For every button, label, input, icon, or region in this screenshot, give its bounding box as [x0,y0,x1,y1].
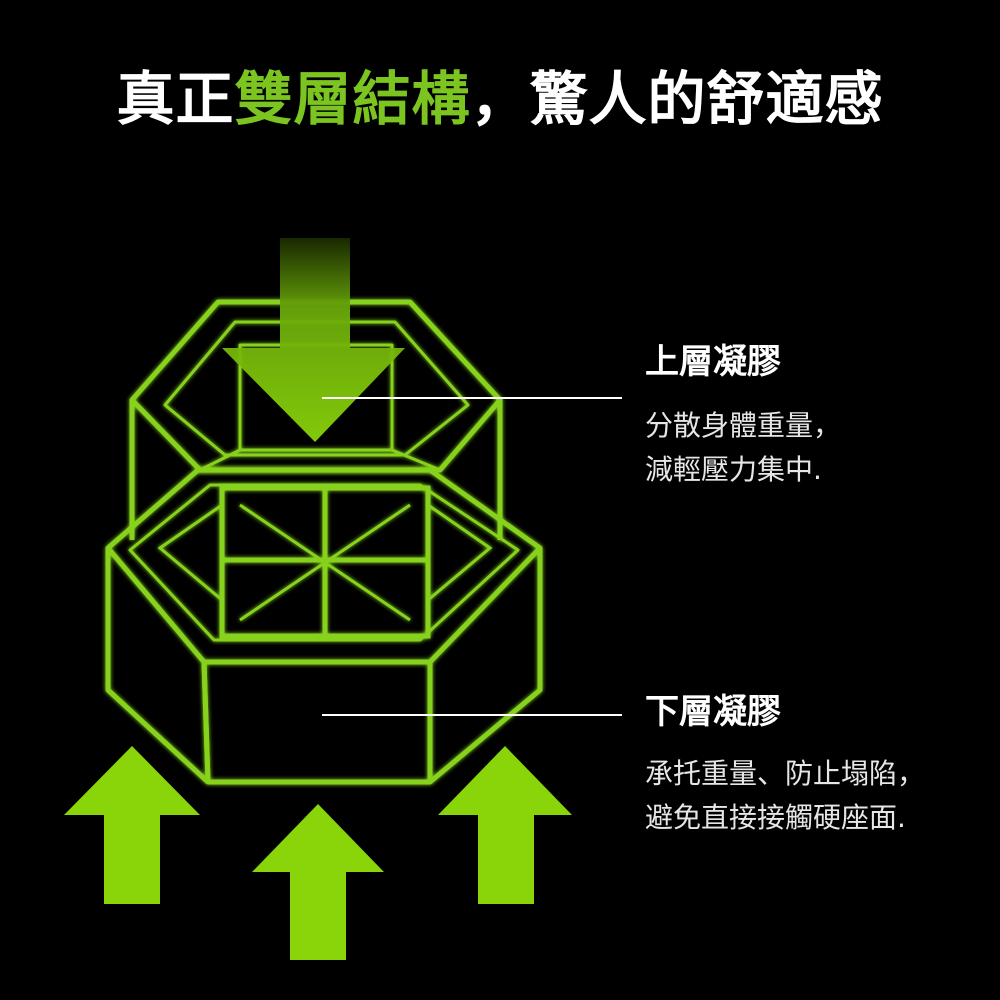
lower-layer-description: 承托重量、防止塌陷， 避免直接接觸硬座面. [645,752,925,840]
page-headline: 真正雙層結構，驚人的舒適感 [0,52,1000,136]
lower-layer-title: 下層凝膠 [645,692,781,732]
upper-layer-desc-line-2: 減輕壓力集中. [645,453,822,486]
upper-layer-pointer [322,397,622,399]
headline-highlight: 雙層結構 [234,65,471,133]
upper-gel-layer-icon [129,299,503,540]
lower-layer-desc-line-2: 避免直接接觸硬座面. [645,801,906,834]
headline-part-3: ，驚人的舒適感 [470,65,884,133]
upper-layer-desc-line-1: 分散身體重量， [645,409,842,442]
gel-core-grid-icon [157,485,493,639]
upper-layer-description: 分散身體重量， 減輕壓力集中. [645,404,841,492]
lower-layer-pointer [322,714,622,716]
headline-part-1: 真正 [116,65,235,133]
lower-layer-desc-line-1: 承托重量、防止塌陷， [645,757,926,790]
pressure-down-arrow-icon [222,238,405,442]
support-up-arrow-icon [64,746,572,960]
upper-layer-title: 上層凝膠 [645,342,781,382]
